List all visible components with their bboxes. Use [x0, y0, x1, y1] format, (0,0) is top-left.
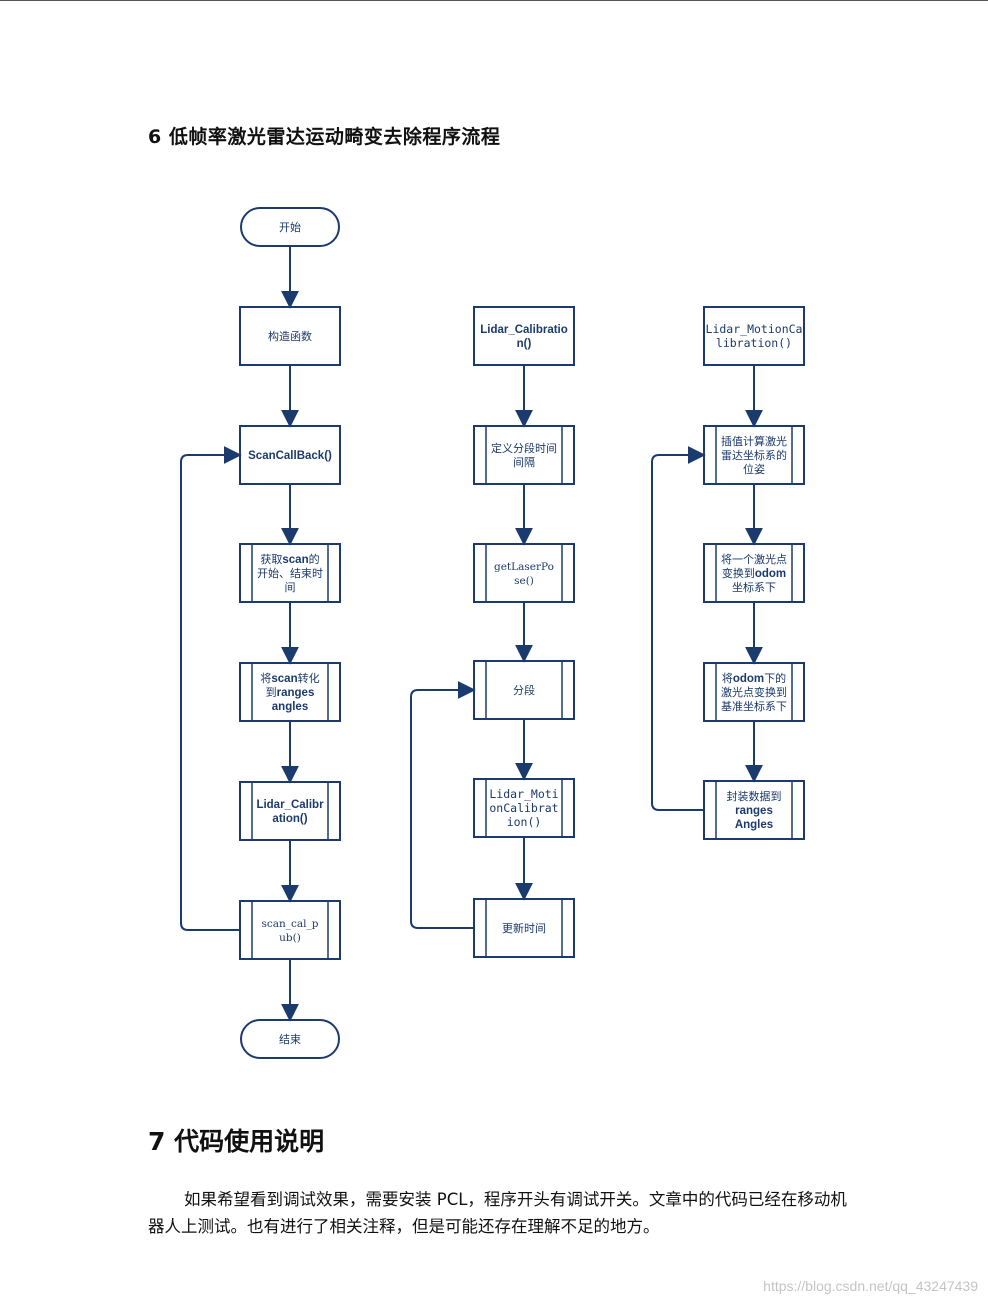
- flow-node-scancalpub: scan_cal_p ub(): [239, 900, 341, 960]
- flow-node-label: 插值计算激光: [721, 434, 787, 448]
- flow-node-label: 结束: [279, 1033, 301, 1046]
- flow-node-label: 开始: [279, 220, 301, 234]
- section-6-heading: 6 低帧率激光雷达运动畸变去除程序流程: [148, 126, 501, 148]
- flow-node-lidarcalib2: Lidar_Calibratio n(): [473, 306, 575, 366]
- flow-node-label: ranges: [735, 805, 773, 817]
- flow-node-end: 结束: [240, 1019, 340, 1059]
- flow-node-label: 变换到odom: [722, 566, 786, 580]
- flow-node-label: 间隔: [513, 456, 535, 469]
- flow-node-label: 构造函数: [268, 329, 312, 343]
- flow-node-label: 到ranges: [266, 686, 315, 699]
- flow-node-label: 间: [285, 581, 296, 594]
- flow-node-label: 分段: [513, 683, 535, 697]
- flow-node-label: ation(): [272, 813, 307, 825]
- flow-node-label: ub(): [279, 932, 301, 944]
- flow-node-label: 基准坐标系下: [721, 699, 787, 713]
- flow-node-label: n(): [517, 338, 532, 350]
- flow-node-segment: 分段: [473, 660, 575, 720]
- loop-arrow-scan: [180, 446, 242, 931]
- flow-node-label: libration(): [716, 336, 792, 350]
- flow-node-label: 激光点变换到: [721, 685, 787, 699]
- flow-node-label: 开始、结束时: [257, 566, 323, 580]
- usage-paragraph: 如果希望看到调试效果，需要安装 PCL，程序开头有调试开关。文章中的代码已经在移…: [148, 1190, 847, 1236]
- flow-node-label: angles: [272, 701, 308, 713]
- flow-node-label: ion(): [507, 815, 542, 829]
- flow-node-label: 将scan转化: [260, 671, 319, 685]
- flow-node-label: 雷达坐标系的: [721, 448, 787, 462]
- flow-node-getlaserpose: getLaserPo se(): [473, 543, 575, 603]
- flow-node-label: Angles: [735, 819, 773, 831]
- flow-node-label: Lidar_Moti: [489, 787, 558, 801]
- loop-arrow-segment: [410, 681, 476, 929]
- flow-node-label: 获取scan的: [260, 552, 319, 566]
- flow-node-label: 更新时间: [502, 921, 546, 935]
- loop-arrow-points: [651, 446, 706, 811]
- flow-node-label: 封装数据到: [727, 789, 782, 803]
- flow-node-label: 位姿: [743, 462, 765, 476]
- flow-node-label: Lidar_Calibratio: [480, 324, 568, 336]
- flow-node-label: 坐标系下: [732, 580, 776, 594]
- flow-node-scancallback: ScanCallBack(): [239, 425, 341, 485]
- flow-node-label: ScanCallBack(): [248, 450, 332, 462]
- flow-node-label: getLaserPo: [494, 561, 554, 573]
- flow-node-label: Lidar_Calibr: [256, 799, 324, 811]
- flow-node-label: 将odom下的: [722, 671, 786, 685]
- flow-node-label: onCalibrat: [489, 801, 558, 815]
- watermark: https://blog.csdn.net/qq_43247439: [763, 1278, 978, 1294]
- flow-node-start: 开始: [240, 207, 340, 247]
- flow-node-label: 将一个激光点: [721, 552, 787, 566]
- top-rule: [0, 0, 988, 1]
- section-7-heading: 7 代码使用说明: [148, 1127, 325, 1156]
- flow-node-label: Lidar_MotionCa: [706, 322, 803, 336]
- flow-node-updatetime: 更新时间: [473, 898, 575, 958]
- flow-node-label: se(): [514, 575, 534, 587]
- flow-node-constructor: 构造函数: [239, 306, 341, 366]
- flow-node-label: scan_cal_p: [261, 918, 318, 930]
- flow-node-lidarcalib1: Lidar_Calibr ation(): [239, 781, 341, 841]
- flow-node-label: 定义分段时间: [491, 441, 557, 455]
